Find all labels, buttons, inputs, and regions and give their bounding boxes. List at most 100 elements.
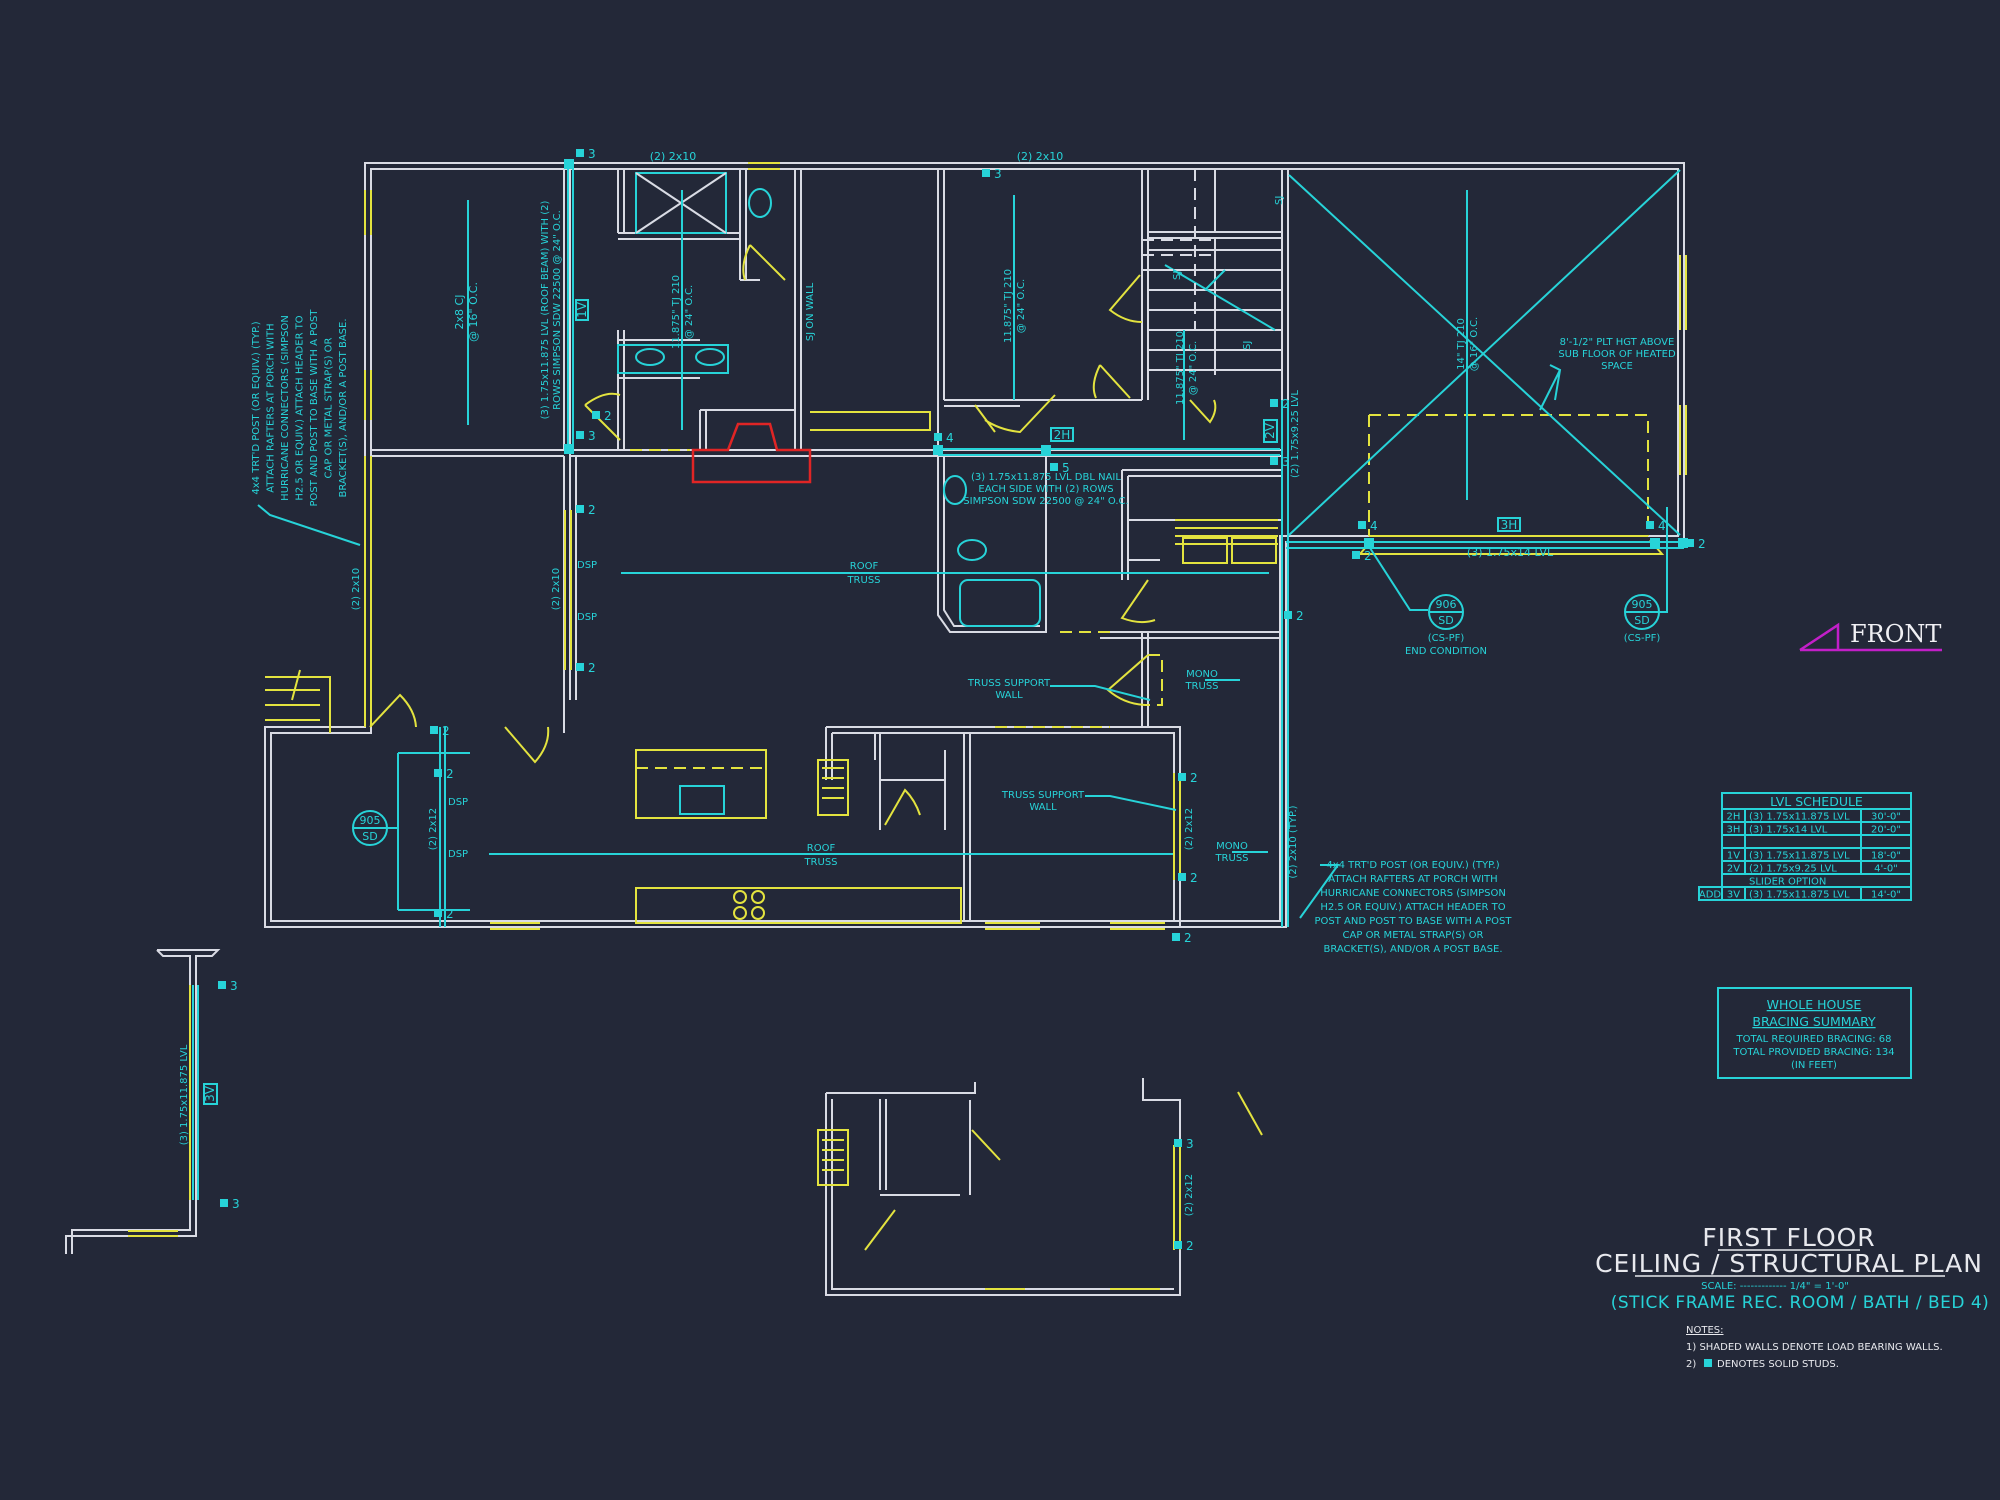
porch-note-line: 4x4 TRT'D POST (OR EQUIV.) (TYP.) bbox=[1326, 860, 1499, 871]
row-member: (3) 1.75x11.875 LVL bbox=[1749, 890, 1850, 901]
kitchen-counter bbox=[635, 887, 962, 924]
bracing-units: (IN FEET) bbox=[1791, 1060, 1837, 1071]
solid-stud-marker bbox=[434, 909, 442, 917]
solid-stud-marker bbox=[1270, 399, 1278, 407]
detail-callout-905-porch[interactable]: 905 SD bbox=[352, 810, 398, 846]
main-floor-plan bbox=[264, 159, 1942, 1136]
drawing-title: FIRST FLOOR bbox=[1702, 1223, 1875, 1252]
porch-note-right: 4x4 TRT'D POST (OR EQUIV.) (TYP.) ATTACH … bbox=[1315, 860, 1513, 955]
label-header: (2) 2x12 bbox=[1184, 1174, 1195, 1216]
label-ceiling-joist-spacing: @ 16" O.C. bbox=[467, 282, 480, 342]
kitchen-island bbox=[635, 749, 767, 819]
label-dsp: DSP bbox=[577, 560, 597, 571]
label-header: (2) 2x10 bbox=[650, 150, 697, 163]
label-stub-joist: SJ bbox=[1172, 271, 1183, 280]
label-garage-joist-spacing: @ 16" O.C. bbox=[1469, 317, 1480, 372]
solid-stud-symbol-icon bbox=[1704, 1359, 1712, 1367]
solid-stud-marker bbox=[434, 769, 442, 777]
bracing-title: BRACING SUMMARY bbox=[1752, 1014, 1876, 1029]
sink-icon bbox=[943, 475, 967, 505]
porch-note-line: ATTACH RAFTERS AT PORCH WITH bbox=[266, 323, 277, 492]
detail-callout-905-garage[interactable]: 905 SD (CS-PF) bbox=[1624, 507, 1668, 644]
fireplace bbox=[691, 422, 812, 484]
solid-stud-marker bbox=[1352, 551, 1360, 559]
bracing-summary-box: WHOLE HOUSE BRACING SUMMARY TOTAL REQUIR… bbox=[1717, 987, 1912, 1079]
label-header: (2) 2x10 (TYP.) bbox=[1288, 805, 1299, 878]
toilet-icon bbox=[748, 188, 772, 218]
row-member: (2) 1.75x9.25 LVL bbox=[1749, 864, 1837, 875]
label-ceiling-joist: 2x8 CJ bbox=[453, 295, 466, 330]
porch-note-line: POST AND POST TO BASE WITH A POST bbox=[1315, 916, 1513, 927]
front-label: FRONT bbox=[1850, 620, 1941, 648]
svg-text:906: 906 bbox=[1436, 598, 1457, 611]
beam-tag-2h: 2H bbox=[1054, 428, 1071, 442]
label-plate-height: 8'-1/2" PLT HGT ABOVE bbox=[1560, 337, 1675, 348]
row-member: (3) 1.75x11.875 LVL bbox=[1749, 851, 1850, 862]
drawing-title: CEILING / STRUCTURAL PLAN bbox=[1595, 1249, 1983, 1278]
porch-note-line: POST AND POST TO BASE WITH A POST bbox=[309, 309, 320, 507]
label-mono-truss: TRUSS bbox=[1184, 681, 1218, 692]
beam-tag-3h: 3H bbox=[1501, 518, 1518, 532]
label-beam-note: EACH SIDE WITH (2) ROWS bbox=[978, 484, 1113, 495]
bracing-title: WHOLE HOUSE bbox=[1767, 997, 1862, 1012]
label-beam-note: SIMPSON SDW 22500 @ 24" O.C. bbox=[963, 496, 1128, 507]
porch-note-line: HURRICANE CONNECTORS (SIMPSON bbox=[1320, 888, 1506, 899]
porch-note-line: BRACKET(S), AND/OR A POST BASE. bbox=[338, 318, 349, 497]
solid-stud-marker bbox=[592, 411, 600, 419]
label-roof-beam-connection: ROWS SIMPSON SDW 22500 @ 24" O.C. bbox=[552, 210, 563, 410]
porch-note-line: CAP OR METAL STRAP(S) OR bbox=[1343, 930, 1484, 941]
drawing-scale: SCALE: ------------- 1/4" = 1'-0" bbox=[1701, 1281, 1849, 1292]
porch-note-line: BRACKET(S), AND/OR A POST BASE. bbox=[1323, 944, 1502, 955]
solid-stud-marker bbox=[1270, 457, 1278, 465]
stud-count-label: 2 bbox=[1698, 537, 1706, 551]
svg-text:905: 905 bbox=[1632, 598, 1653, 611]
stud-count-label: 2 bbox=[446, 907, 454, 921]
svg-text:(CS-PF): (CS-PF) bbox=[1428, 633, 1465, 644]
label-header: (2) 2x12 bbox=[428, 808, 439, 850]
label-mono-truss: MONO bbox=[1216, 841, 1248, 852]
label-garage-joist: 14" TJ 210 bbox=[1456, 318, 1467, 370]
label-joist-spacing: @ 24" O.C. bbox=[684, 285, 695, 340]
label-garage-lvl: (3) 1.75x14 LVL bbox=[1467, 546, 1554, 559]
label-stub-joist: SJ ON WALL bbox=[805, 282, 816, 341]
garage-beam-3h bbox=[1286, 541, 1684, 549]
plumbing-fixtures bbox=[617, 172, 1278, 924]
beam-tag-1v: 1V bbox=[575, 301, 589, 318]
note-item: 1) SHADED WALLS DENOTE LOAD BEARING WALL… bbox=[1686, 1342, 1943, 1353]
bracing-required: TOTAL REQUIRED BRACING: 68 bbox=[1736, 1034, 1892, 1045]
svg-text:SD: SD bbox=[362, 830, 377, 843]
solid-stud-marker bbox=[576, 505, 584, 513]
stud-count-label: 2 bbox=[1364, 549, 1372, 563]
stud-count-label: 3 bbox=[230, 979, 238, 993]
svg-text:SD: SD bbox=[1634, 614, 1649, 627]
beam-2h bbox=[938, 448, 1280, 456]
label-roof-truss: ROOF bbox=[850, 561, 879, 572]
label-header: (2) 2x10 bbox=[351, 568, 362, 610]
row-mark: 3V bbox=[1727, 890, 1740, 901]
solid-stud-marker bbox=[1050, 463, 1058, 471]
label-truss-support-wall: WALL bbox=[995, 690, 1023, 701]
detail-callout-906[interactable]: 906 SD (CS-PF) END CONDITION bbox=[1369, 547, 1487, 657]
kitchen-sink-icon bbox=[679, 785, 725, 815]
front-arrow-icon bbox=[1799, 622, 1942, 652]
solid-stud-marker bbox=[1174, 1241, 1182, 1249]
row-member: (3) 1.75x11.875 LVL bbox=[1749, 812, 1850, 823]
porch-note-line: ATTACH RAFTERS AT PORCH WITH bbox=[1328, 874, 1497, 885]
label-plate-height: SUB FLOOR OF HEATED bbox=[1558, 349, 1676, 360]
row-mark: 2H bbox=[1727, 812, 1741, 823]
stud-count-label: 5 bbox=[1062, 461, 1070, 475]
roof-beam-1v bbox=[567, 163, 574, 450]
partial-plan-option bbox=[817, 1078, 1181, 1296]
solid-stud-marker bbox=[576, 663, 584, 671]
row-length: 20'-0" bbox=[1871, 825, 1901, 836]
stud-count-label: 2 bbox=[1190, 871, 1198, 885]
stud-count-label: 2 bbox=[604, 409, 612, 423]
solid-stud-marker bbox=[218, 981, 226, 989]
table-title: LVL SCHEDULE bbox=[1770, 794, 1863, 809]
label-stub-joist: SJ bbox=[1274, 196, 1285, 205]
